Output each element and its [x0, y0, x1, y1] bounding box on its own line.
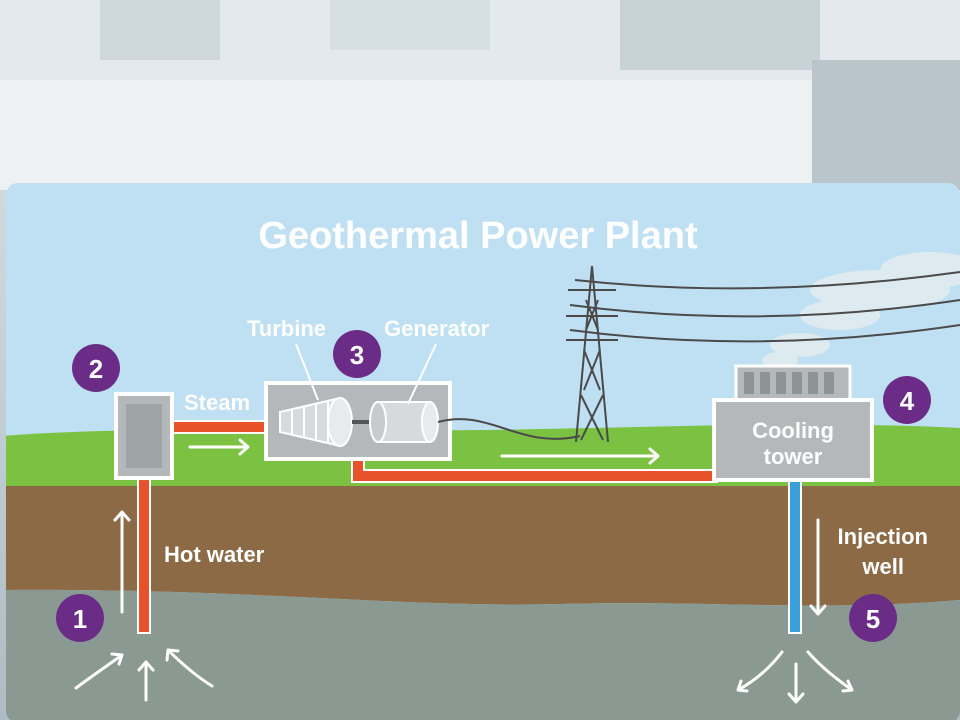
marker-3-number: 3 — [350, 340, 364, 370]
power-cable — [437, 418, 581, 440]
background-blur — [0, 0, 960, 190]
marker-5: 5 — [849, 594, 897, 642]
return-pipe — [353, 455, 718, 481]
steam-label: Steam — [184, 390, 250, 415]
generator-leader-line — [407, 343, 437, 405]
generator-label: Generator — [384, 316, 490, 341]
flow-arrows — [74, 438, 854, 704]
rock-layer — [6, 589, 960, 720]
cooling-tower — [712, 398, 874, 482]
cooling-tower-vents — [744, 372, 834, 394]
injection-well-label-line2: well — [861, 554, 904, 579]
pylon — [566, 265, 618, 443]
cooling-tower-steam — [762, 252, 960, 368]
cooling-tower-label-line1: Cooling — [752, 418, 834, 443]
marker-2-number: 2 — [89, 354, 103, 384]
turbine-icon — [279, 396, 353, 448]
cooling-tower-label-line2: tower — [764, 444, 823, 469]
marker-1-number: 1 — [73, 604, 87, 634]
steam-pipe — [167, 420, 269, 434]
soil-layer — [6, 486, 960, 606]
hot-water-pipe — [137, 477, 151, 634]
diagram-title: Geothermal Power Plant — [258, 215, 698, 257]
turbine-label: Turbine — [247, 316, 326, 341]
marker-5-number: 5 — [866, 604, 880, 634]
marker-3: 3 — [333, 330, 381, 378]
marker-1: 1 — [56, 594, 104, 642]
marker-4-number: 4 — [900, 386, 915, 416]
injection-pipe — [788, 477, 802, 634]
turbine-leader-line — [295, 343, 319, 401]
hot-water-label: Hot water — [164, 542, 265, 567]
power-lines — [569, 271, 960, 343]
generator-icon — [369, 401, 439, 443]
injection-well-label-line1: Injection — [838, 524, 928, 549]
flash-tank-inner — [126, 404, 162, 468]
marker-2: 2 — [72, 344, 120, 392]
marker-4: 4 — [883, 376, 931, 424]
